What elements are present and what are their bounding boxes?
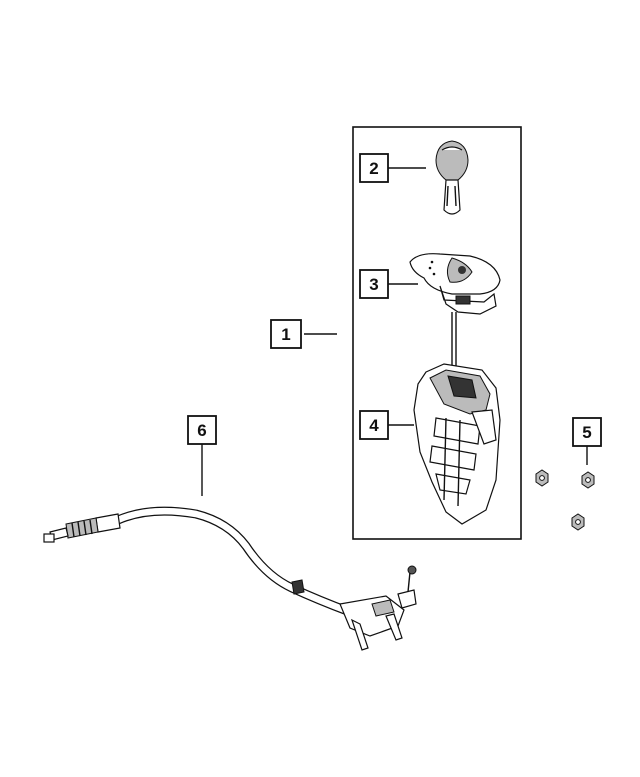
callout-6: 6 — [187, 415, 217, 445]
callout-2: 2 — [359, 153, 389, 183]
callout-6-label: 6 — [197, 421, 206, 440]
callout-5-label: 5 — [582, 423, 591, 442]
callout-1-label: 1 — [281, 325, 290, 344]
callout-2-label: 2 — [369, 159, 378, 178]
nut-part-1 — [535, 469, 549, 487]
shift-knob-part — [435, 140, 469, 215]
callout-3-label: 3 — [369, 275, 378, 294]
callout-4: 4 — [359, 410, 389, 440]
callout-5: 5 — [572, 417, 602, 447]
nut-part-3 — [571, 513, 585, 531]
nut-part-2 — [581, 471, 595, 489]
shift-bezel-part — [409, 253, 501, 315]
callout-1: 1 — [270, 319, 302, 349]
callout-4-label: 4 — [369, 416, 379, 435]
callout-3: 3 — [359, 269, 389, 299]
assembly-group-box — [352, 126, 522, 540]
shifter-assembly-part — [413, 312, 501, 525]
shift-cable-part — [43, 506, 417, 651]
